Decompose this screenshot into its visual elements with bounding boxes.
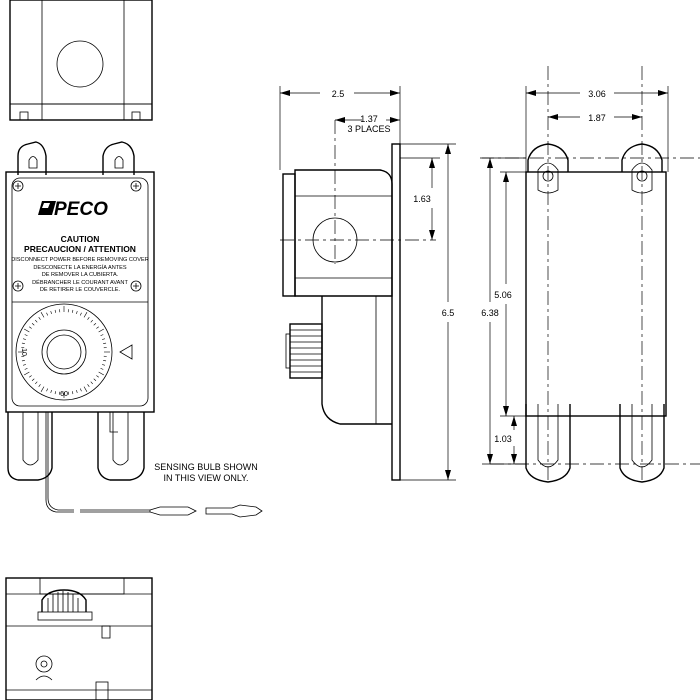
- dial-tick: [24, 328, 30, 333]
- caution-line-3: DE REMOVER LA CUBIERTA.: [42, 272, 119, 278]
- dial-tick: [103, 360, 107, 362]
- dial-tick: [100, 334, 104, 337]
- dial-tick: [50, 389, 52, 393]
- dial-tick: [21, 342, 25, 344]
- top-view: [9, 0, 153, 121]
- dial-tick: [79, 312, 82, 316]
- dim-places: 3 PLACES: [347, 124, 390, 134]
- dim-rear-width: 3.06: [588, 89, 606, 99]
- dial-tick: [103, 342, 107, 344]
- dial-tick: [46, 312, 49, 316]
- sensing-bulb: [45, 412, 263, 518]
- note-line-2: IN THIS VIEW ONLY.: [163, 473, 248, 483]
- caution-title: CAUTION: [61, 234, 100, 244]
- dial-tick: [76, 389, 78, 393]
- dial-tick: [100, 367, 104, 370]
- dial-tick: [87, 384, 90, 387]
- dial-tick: [29, 326, 32, 329]
- dial-tick: [31, 378, 35, 381]
- dial-tick: [21, 360, 25, 362]
- pointer-triangle-icon: [119, 344, 133, 360]
- dial-label-low: 10: [20, 348, 27, 356]
- dim-hole-offset: 1.37: [360, 114, 378, 124]
- dial-tick: [38, 317, 41, 320]
- dial-tick: [72, 309, 74, 313]
- dial-tick: [40, 312, 45, 318]
- dial-tick: [96, 375, 99, 378]
- dial-tick: [24, 334, 28, 337]
- dial-tick: [83, 386, 88, 392]
- dial-label-high: 60: [60, 391, 68, 398]
- front-view: PECO CAUTION PRECAUCION / ATTENTION DISC…: [5, 141, 263, 518]
- dial-tick: [87, 317, 90, 320]
- dial-tick: [29, 375, 32, 378]
- dial-tick: [54, 309, 56, 313]
- dim-overall-height: 6.5: [442, 308, 455, 318]
- dial-tick: [23, 338, 27, 340]
- dial-tick: [35, 381, 38, 385]
- dial-tick: [72, 391, 74, 395]
- peco-logo: PECO: [38, 199, 108, 220]
- dial-tick: [31, 323, 35, 326]
- caution-line-4: DÉBRANCHER LE COURANT AVANT: [32, 279, 128, 286]
- dial-tick: [98, 371, 104, 376]
- dim-slot-spacing: 1.87: [588, 113, 606, 123]
- dim-inner-height: 5.06: [494, 290, 512, 300]
- dial-tick: [76, 311, 78, 315]
- dial-tick: [90, 381, 93, 385]
- dial-tick: [50, 311, 52, 315]
- brand-name: PECO: [54, 199, 108, 220]
- dim-slot-span: 6.38: [481, 308, 499, 318]
- dial-tick: [96, 326, 99, 329]
- temperature-dial: 10 60: [12, 301, 148, 401]
- dim-bottom-slot: 1.03: [494, 434, 512, 444]
- dial-tick: [23, 364, 27, 366]
- knob-gear: [37, 589, 93, 621]
- dim-side-width: 2.5: [332, 89, 345, 99]
- caution-line-5: DE RETIRER LE COUVERCLE.: [40, 287, 121, 293]
- dial-tick: [101, 364, 105, 366]
- dial-tick: [54, 391, 56, 395]
- dial-tick: [83, 312, 88, 318]
- caution-line-2: DESCONECTE LA ENERGÍA ANTES: [33, 264, 127, 271]
- dial-tick: [93, 378, 97, 381]
- knockout-circle-top: [56, 40, 104, 88]
- dial-tick: [90, 319, 93, 323]
- dim-knockout-height: 1.63: [413, 194, 431, 204]
- note-line-1: SENSING BULB SHOWN: [154, 462, 258, 472]
- rear-view: 3.06 1.87 6.38 5.06 1.03: [480, 66, 700, 483]
- dial-tick: [98, 328, 104, 333]
- dial-tick: [38, 384, 41, 387]
- bottom-view: [5, 577, 153, 700]
- caution-subtitle: PRECAUCION / ATTENTION: [24, 244, 136, 254]
- dial-knob: [285, 323, 323, 379]
- dial-tick: [46, 388, 49, 392]
- caution-line-1: DISCONNECT POWER BEFORE REMOVING COVER: [11, 257, 149, 263]
- dial-tick: [35, 319, 38, 323]
- dial-tick: [79, 388, 82, 392]
- screw-icon: [12, 180, 142, 292]
- dial-tick: [40, 386, 45, 392]
- dial-tick: [101, 338, 105, 340]
- dial-tick: [24, 367, 28, 370]
- dial-tick: [93, 323, 97, 326]
- dial-tick: [24, 371, 30, 376]
- side-view: 2.5 1.37 3 PLACES 1.63 6.5: [279, 86, 456, 481]
